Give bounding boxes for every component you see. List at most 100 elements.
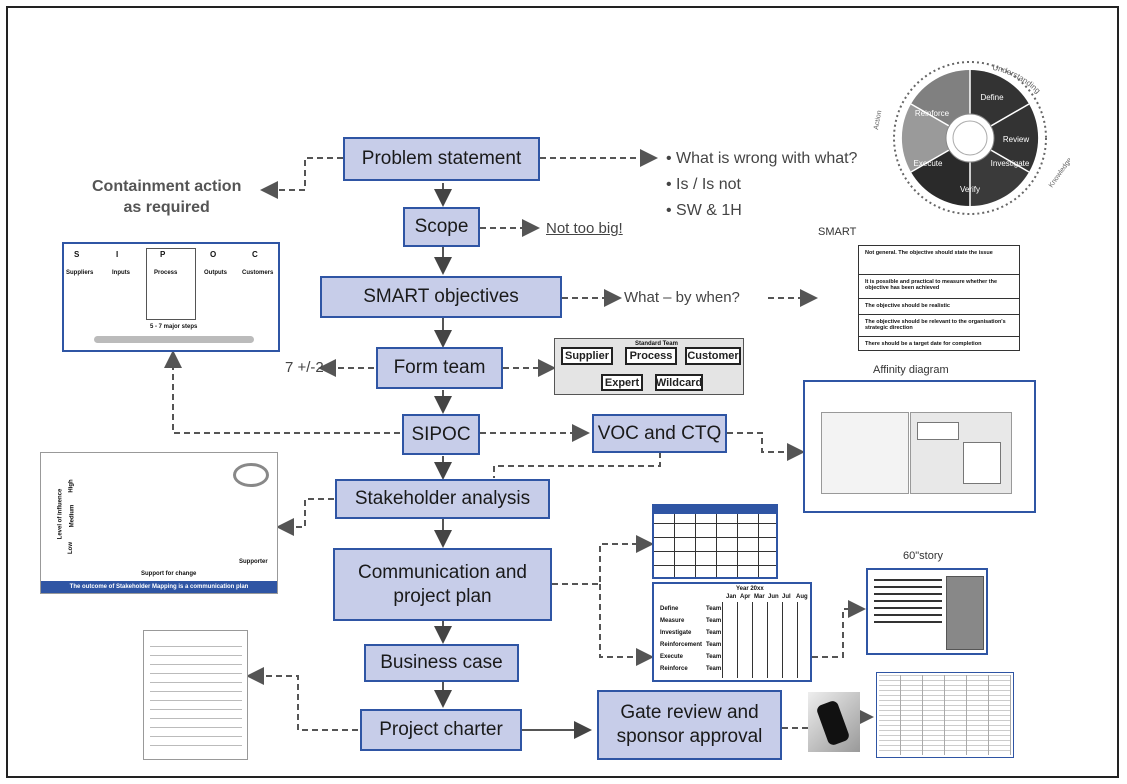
sipoc-steps-bar [94,336,254,343]
bullet-2: • Is / Is not [666,176,741,193]
sipoc-letter-c: C [252,250,258,259]
bullet-3: • SW & 1H [666,202,742,219]
gate-review-label-line2: sponsor approval [616,726,763,747]
affinity-card-2 [963,442,1001,484]
form-team-step: Form team [376,347,503,389]
stakeholder-analysis-step: Stakeholder analysis [335,479,550,519]
stakeholder-caption: The outcome of Stakeholder Mapping is a … [41,581,277,593]
plan-month-2: Apr [740,594,751,600]
plan-who-6: Team [706,666,722,672]
plan-month-1: Jan [726,594,737,600]
drive-wheel: Define Review Investigate Verify Execute… [873,61,1070,215]
plan-header: Year 20xx [736,586,764,592]
communication-label-line1: Communication and [358,561,527,583]
approval-table-thumbnail [876,672,1014,758]
plan-who-1: Team [706,606,722,612]
containment-note: Containment action as required [92,176,241,218]
affinity-card-1 [917,422,959,440]
charter-form-thumbnail [143,630,248,760]
plan-task-2: Measure [660,618,685,624]
smart-row-2: It is possible and practical to measure … [859,275,1019,299]
plan-who-4: Team [706,642,722,648]
containment-line1: Containment action [92,178,242,195]
communication-plan-step: Communication and project plan [333,548,552,621]
plan-task-6: Reinforce [660,666,688,672]
stakeholder-analysis-label: Stakeholder analysis [354,488,531,509]
form-team-label: Form team [393,357,486,378]
problem-statement-step: Problem statement [343,137,540,181]
seven-plus-minus-note: 7 +/-2 [285,359,324,376]
wheel-execute: Execute [914,159,943,168]
communication-table-thumbnail [652,504,778,579]
bullet-1: • What is wrong with what? [666,150,858,167]
smart-table-caption: SMART [818,226,857,238]
stakeholder-y-axis: Level of influence [57,488,64,540]
story-thumbnail [866,568,988,655]
smart-row-3: The objective should be realistic [859,299,1019,315]
sipoc-header-outputs: Outputs [204,270,227,276]
what-by-when-note: What – by when? [624,289,740,306]
project-plan-thumbnail: Year 20xx Define Measure Investigate Rei… [652,582,812,682]
stakeholder-y-low: Low [68,542,74,554]
sipoc-letter-o: O [210,250,217,259]
smart-objectives-step: SMART objectives [320,276,562,318]
affinity-panel-left [821,412,909,494]
charter-form-lines [150,639,242,754]
stakeholder-x-right: Supporter [239,559,268,565]
plan-month-4: Jun [768,594,779,600]
sipoc-header-customers: Customers [242,270,274,276]
smart-row-1: Not general. The objective should state … [859,246,1019,275]
plan-month-6: Aug [796,594,808,600]
plan-month-5: Jul [782,594,791,600]
problem-statement-label: Problem statement [361,148,522,169]
wheel-investigate: Investigate [991,159,1030,168]
team-customer: Customer [685,347,741,365]
sipoc-label: SIPOC [411,423,471,445]
affinity-caption: Affinity diagram [873,364,949,376]
scope-step: Scope [403,207,480,247]
team-diagram-title: Standard Team [635,341,678,347]
wheel-review: Review [1003,135,1029,144]
stakeholder-y-high: High [68,479,75,493]
containment-line2: as required [123,199,210,216]
plan-who-5: Team [706,654,722,660]
team-process: Process [625,347,677,365]
stakeholder-oval [233,463,269,487]
wheel-arc-action: Action [873,110,883,130]
project-charter-label: Project charter [379,719,503,740]
scope-label: Scope [414,216,469,237]
smart-table: Not general. The objective should state … [858,245,1020,351]
wheel-reinforce: Reinforce [915,109,950,118]
plan-task-5: Execute [660,654,684,660]
plan-who-2: Team [706,618,722,624]
wheel-define: Define [980,93,1004,102]
sipoc-steps-caption: 5 - 7 major steps [150,324,198,330]
stakeholder-thumbnail: High Medium Low Level of influence Suppo… [40,452,278,594]
team-wildcard: Wildcard [655,374,703,391]
traffic-light-image [808,692,860,752]
smart-row-5: There should be a target date for comple… [865,341,982,347]
stakeholder-y-medium: Medium [69,504,76,528]
voc-ctq-label: VOC and CTQ [597,422,722,444]
wheel-verify: Verify [960,185,980,194]
gate-review-step: Gate review and sponsor approval [597,690,782,760]
wheel-arc-knowledge: Knowledge [1048,157,1070,189]
communication-label-line2: project plan [393,585,492,607]
story-photo [946,576,984,650]
sipoc-letter-p: P [160,250,166,259]
not-too-big-note: Not too big! [546,220,623,237]
sipoc-thumbnail: S I P O C Suppliers Inputs Process Outpu… [62,242,280,352]
plan-task-1: Define [660,606,679,612]
story-caption: 60"story [903,550,943,562]
smart-row-4: The objective should be relevant to the … [859,315,1019,337]
sipoc-step: SIPOC [402,414,480,455]
affinity-thumbnail [803,380,1036,513]
sipoc-process-box [146,248,196,320]
stakeholder-x-axis: Support for change [141,571,197,577]
sipoc-letter-s: S [74,250,80,259]
gate-review-label-line1: Gate review and [620,702,759,723]
plan-who-3: Team [706,630,722,636]
team-supplier: Supplier [561,347,613,365]
plan-task-4: Reinforcement [660,642,703,648]
